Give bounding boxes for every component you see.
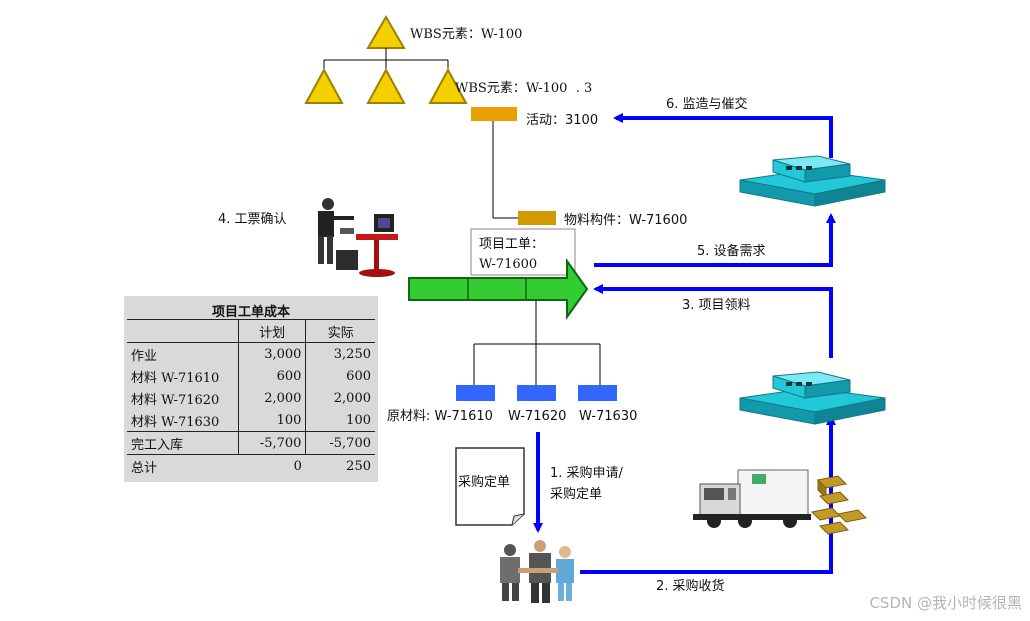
watermark: CSDN @我小时候很黑 xyxy=(869,594,1022,612)
warehouse-bottom-icon xyxy=(739,371,886,425)
cost-col-header-name xyxy=(127,319,239,343)
cost-col-header-actual: 实际 xyxy=(305,319,375,343)
flow-arrow-step2 xyxy=(580,415,836,574)
material-code-2: W-71620 xyxy=(508,409,566,424)
cost-table-total-row: 总计 0 250 xyxy=(127,454,375,477)
order-arrow xyxy=(408,257,589,321)
material-box-1 xyxy=(456,385,495,401)
wbs-child-triangle-3 xyxy=(428,67,468,104)
material-code-3: W-71630 xyxy=(579,409,637,424)
wbs-child-triangle-1 xyxy=(304,67,344,104)
step3-label: 3. 项目领料 xyxy=(682,298,751,313)
component-box xyxy=(518,211,556,225)
cost-finish-actual: -5,700 xyxy=(305,431,375,455)
component-label: 物料构件：W-71600 xyxy=(564,213,687,228)
step6-label: 6. 监造与催交 xyxy=(666,96,748,112)
material-box-3 xyxy=(578,385,617,401)
activity-label: 活动：3100 xyxy=(526,113,598,128)
cost-row-actual: 100 xyxy=(305,409,375,432)
cost-row-plan: 600 xyxy=(237,365,306,387)
cost-col-header-plan: 计划 xyxy=(237,319,306,343)
project-order-cost-table: 项目工单成本 计划 实际 作业 3,000 3,250 材料 W-71610 6… xyxy=(124,296,378,482)
flow-arrow-step6 xyxy=(613,113,833,158)
material-code-1: W-71610 xyxy=(435,409,493,424)
order-title: 项目工单： xyxy=(479,237,544,252)
wbs-tree: WBS元素：W-100 WBS元素：W-100 . 3 xyxy=(304,15,592,104)
step5-label: 5. 设备需求 xyxy=(697,243,766,259)
flow-arrow-step3 xyxy=(593,284,833,358)
warehouse-top-icon xyxy=(739,155,886,207)
step2-label: 2. 采购收货 xyxy=(656,578,725,594)
cost-table-header-row: 计划 实际 xyxy=(127,319,375,343)
wbs-top-label: WBS元素：W-100 xyxy=(410,27,522,42)
people-handshake-icon xyxy=(500,540,574,603)
step4-label: 4. 工票确认 xyxy=(218,212,287,227)
material-box-2 xyxy=(517,385,556,401)
cost-table-row: 材料 W-71620 2,000 2,000 xyxy=(127,387,375,409)
cost-row-plan: 3,000 xyxy=(237,342,306,365)
cost-table-row: 作业 3,000 3,250 xyxy=(127,342,375,365)
cost-row-name: 作业 xyxy=(131,348,158,364)
step1-label-line1: 1. 采购申请/ xyxy=(550,465,624,481)
worker-icon xyxy=(318,198,398,277)
wbs-sub-label: WBS元素：W-100 . 3 xyxy=(455,81,592,96)
step1-label-line2: 采购定单 xyxy=(550,486,602,502)
flow-arrows xyxy=(533,113,836,574)
wbs-child-triangle-2 xyxy=(366,67,406,104)
order-number: W-71600 xyxy=(479,257,537,272)
truck-icon xyxy=(693,469,811,528)
material-label-1: 原材料: W-71610 xyxy=(387,409,493,424)
cost-row-name: 材料 W-71630 xyxy=(131,414,220,430)
cost-total-name: 总计 xyxy=(127,454,239,477)
purchase-doc-label: 采购定单 xyxy=(458,474,510,490)
material-prefix: 原材料: xyxy=(387,409,435,424)
purchase-doc-icon xyxy=(455,447,525,526)
cost-table-row: 材料 W-71630 100 100 xyxy=(127,409,375,432)
cost-row-actual: 600 xyxy=(305,365,375,387)
flow-arrow-step5 xyxy=(594,213,836,267)
cost-row-name: 材料 W-71620 xyxy=(131,392,220,408)
cost-row-actual: 2,000 xyxy=(305,387,375,409)
cost-total-actual: 250 xyxy=(305,454,375,477)
cost-total-plan: 0 xyxy=(238,454,306,477)
cost-row-plan: 2,000 xyxy=(237,387,306,409)
cost-row-plan: 100 xyxy=(237,409,306,432)
cost-finish-name: 完工入库 xyxy=(127,431,239,455)
goods-boxes-icon xyxy=(810,475,868,535)
cost-table-grid: 计划 实际 作业 3,000 3,250 材料 W-71610 600 600 … xyxy=(127,319,375,477)
cost-row-name: 材料 W-71610 xyxy=(131,370,220,386)
cost-table-title: 项目工单成本 xyxy=(211,305,290,320)
cost-table-row: 材料 W-71610 600 600 xyxy=(127,365,375,387)
order-card xyxy=(470,228,576,276)
cost-row-actual: 3,250 xyxy=(305,342,375,365)
wbs-top-triangle xyxy=(366,15,406,49)
cost-table-finish-row: 完工入库 -5,700 -5,700 xyxy=(127,431,375,455)
cost-finish-plan: -5,700 xyxy=(237,431,306,455)
activity-box xyxy=(471,107,517,121)
